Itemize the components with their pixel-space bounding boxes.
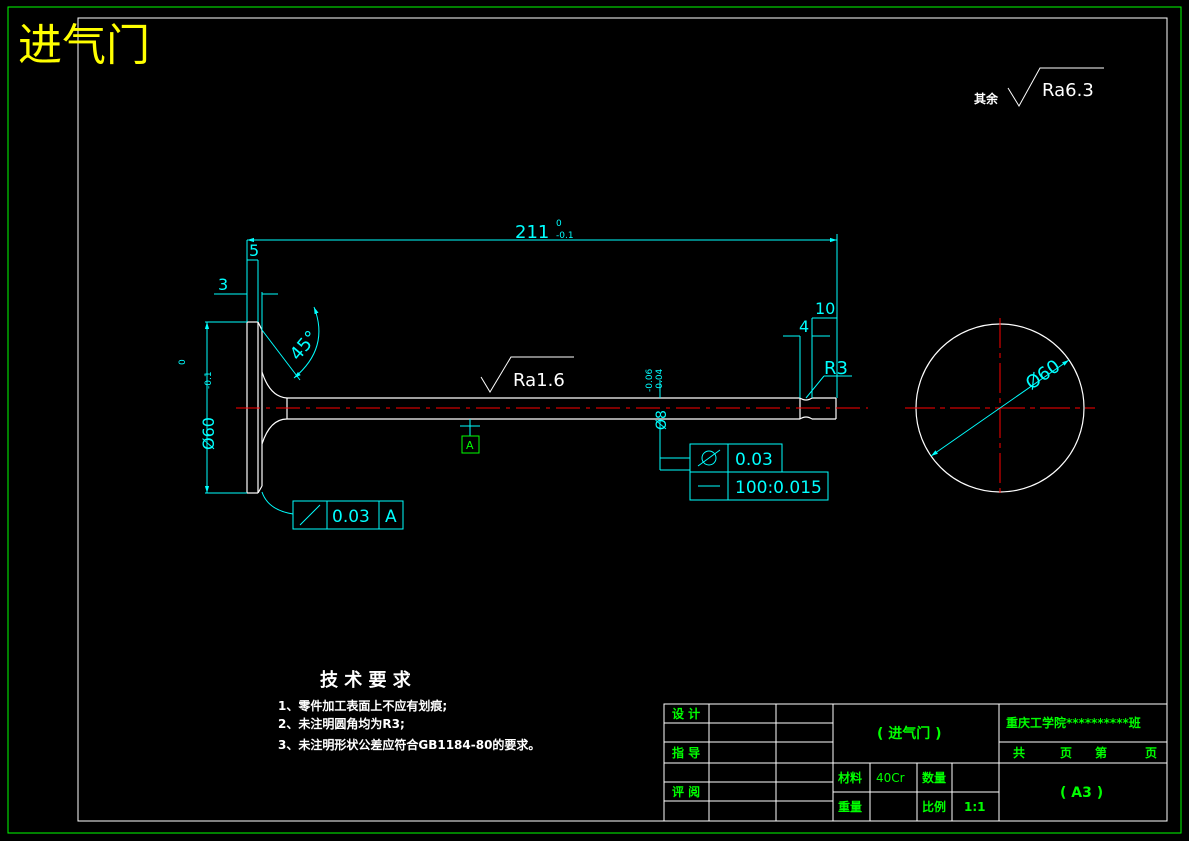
roughness-symbol <box>1007 67 1104 107</box>
tb-quantity-label: 数量 <box>922 770 946 785</box>
dimension-lines <box>204 234 852 515</box>
tech-heading: 技 术 要 求 <box>320 669 412 691</box>
tb-material: 40Cr <box>876 771 905 785</box>
runout-datum: A <box>385 507 397 527</box>
cylindricity-value: 0.03 <box>735 450 773 470</box>
dimension-texts: 211 0 -0.1 5 3 45° Ø60 0 -0.1 10 4 R3 Ra… <box>178 219 1064 450</box>
tech-item-1: 1、零件加工表面上不应有划痕; <box>278 698 447 713</box>
tb-scale: 1:1 <box>964 800 986 814</box>
dim-head-lower: -0.1 <box>204 371 214 389</box>
dim-length: 211 <box>515 222 549 243</box>
tb-page2: 页 <box>1145 746 1157 760</box>
tb-guide: 指 导 <box>672 745 700 760</box>
straightness-value: 100:0.015 <box>735 478 822 498</box>
tb-sheet: 第 <box>1095 745 1107 760</box>
dim-length-lower: -0.1 <box>556 231 574 241</box>
tech-item-3: 3、未注明形状公差应符合GB1184-80的要求。 <box>278 737 540 752</box>
dim-head-thickness: 5 <box>249 241 259 260</box>
cylindricity-frame <box>689 443 829 501</box>
tb-material-label: 材料 <box>837 770 862 785</box>
outer-border <box>7 6 1182 834</box>
dim-angle: 45° <box>286 327 323 365</box>
dim-head-upper: 0 <box>178 359 188 365</box>
tb-scale-label: 比例 <box>922 799 946 814</box>
dim-groove-width: 10 <box>815 299 835 318</box>
runout-value: 0.03 <box>332 507 370 527</box>
title-block-texts: 设 计 指 导 评 阅 ( 进气门 ) 重庆工学院**********班 共 页… <box>672 706 1157 814</box>
tb-school: 重庆工学院**********班 <box>1006 715 1141 730</box>
dim-radius: R3 <box>824 358 848 379</box>
roughness-value: Ra6.3 <box>1042 80 1094 101</box>
dim-head-diameter: Ø60 <box>199 417 218 450</box>
circle-diameter-line <box>930 359 1070 457</box>
dim-length-upper: 0 <box>556 219 562 229</box>
tech-item-2: 2、未注明圆角均为R3; <box>278 716 405 731</box>
drawing-title: 进气门 <box>18 20 150 71</box>
dim-stem-roughness: Ra1.6 <box>513 370 565 391</box>
runout-frame <box>292 500 404 530</box>
inner-frame <box>77 17 1168 822</box>
datum-box <box>461 435 480 454</box>
roughness-prefix: 其余 <box>974 91 999 106</box>
datum-label: A <box>466 439 474 452</box>
tb-design: 设 计 <box>672 706 700 721</box>
dim-edge: 3 <box>218 275 228 294</box>
tb-review: 评 阅 <box>672 784 700 799</box>
tb-page: 页 <box>1060 746 1072 760</box>
tb-part-name: ( 进气门 ) <box>877 725 942 742</box>
dim-stem-upper: -0.06 <box>645 368 655 392</box>
dim-stem-lower: -0.04 <box>655 368 665 392</box>
tb-format: ( A3 ) <box>1060 785 1103 801</box>
tb-weight-label: 重量 <box>838 799 862 814</box>
dim-groove-offset: 4 <box>799 317 809 336</box>
tb-total: 共 <box>1013 745 1025 760</box>
title-block-grid <box>663 703 1168 822</box>
dim-stem-diameter: Ø8 <box>654 410 670 430</box>
